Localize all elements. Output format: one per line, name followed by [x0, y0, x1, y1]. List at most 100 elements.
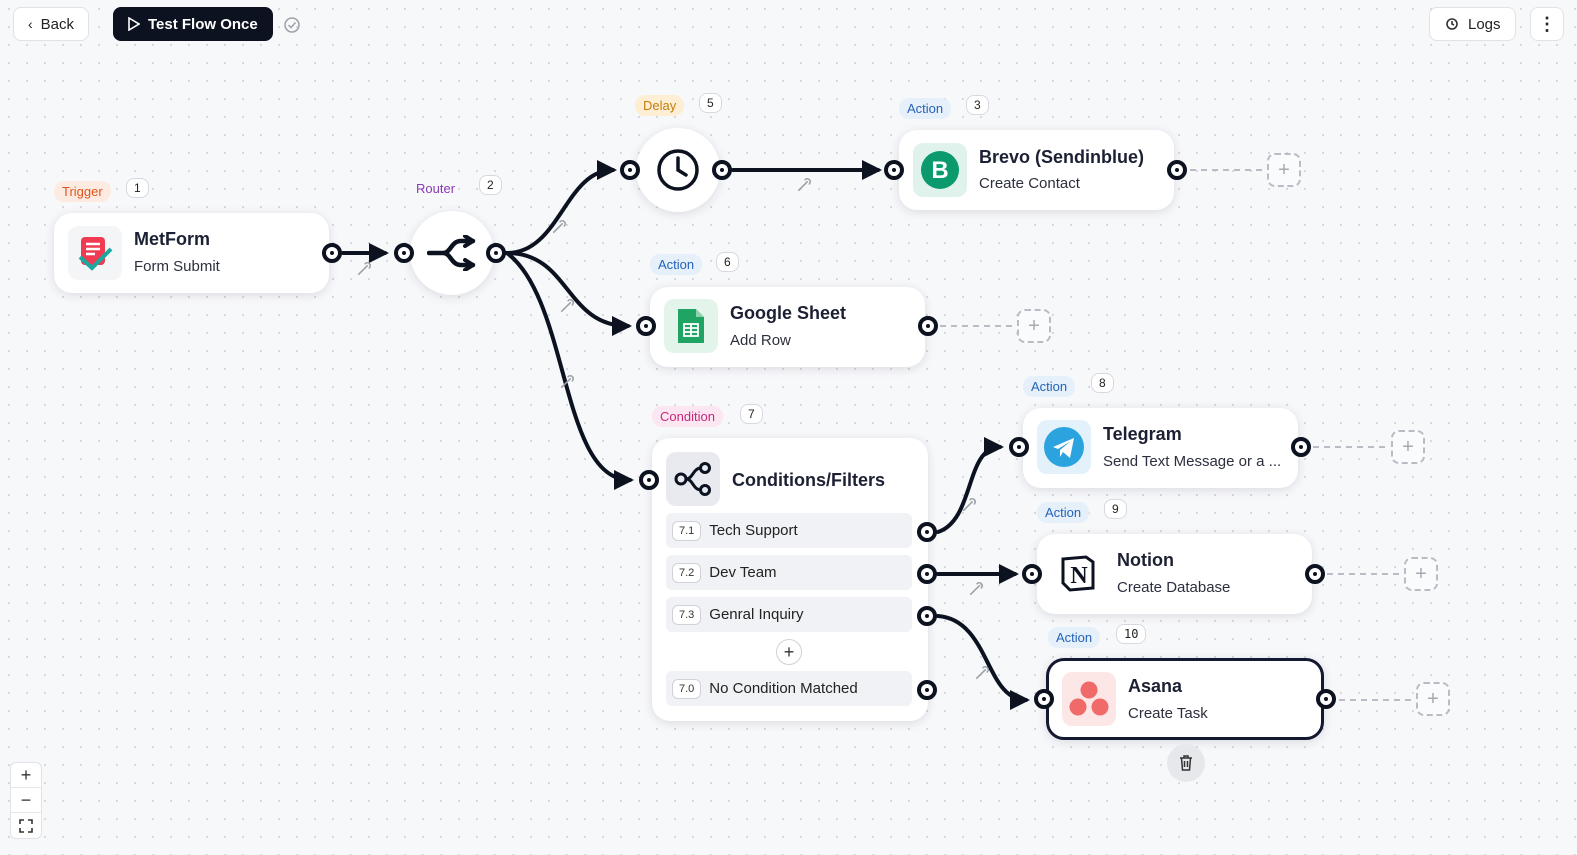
zoom-in-button[interactable]: + [11, 763, 41, 788]
node-title: Asana [1128, 676, 1183, 696]
input-port[interactable] [639, 470, 659, 490]
metform-icon [68, 226, 122, 280]
wrench-icon [357, 261, 372, 276]
delay-node[interactable] [636, 128, 720, 212]
test-flow-button[interactable]: Test Flow Once [113, 7, 273, 41]
condition-number: 7.1 [672, 520, 702, 541]
condition-tag: Condition [652, 406, 723, 427]
node-number: 7 [740, 404, 763, 424]
more-options-button[interactable]: ⋮ [1530, 7, 1564, 41]
input-port[interactable] [394, 243, 414, 263]
condition-label: No Condition Matched [709, 680, 858, 697]
output-port[interactable] [1291, 437, 1311, 457]
wrench-icon [797, 177, 812, 192]
node-title: Telegram [1103, 424, 1182, 444]
add-step-button[interactable]: + [1391, 430, 1425, 464]
zoom-out-button[interactable]: − [11, 788, 41, 813]
google-sheets-icon [664, 299, 718, 353]
edge-router-delay [505, 160, 617, 255]
svg-text:B: B [931, 157, 948, 184]
output-port[interactable] [917, 680, 937, 700]
node-title: MetForm [134, 229, 210, 249]
action-tag: Action [1037, 502, 1090, 523]
zoom-controls: + − [10, 762, 42, 839]
node-subtitle: Form Submit [134, 258, 220, 275]
node-title: Notion [1117, 550, 1174, 570]
action-tag: Action [1023, 376, 1076, 397]
input-port[interactable] [636, 316, 656, 336]
condition-label: Genral Inquiry [709, 606, 804, 623]
input-port[interactable] [1034, 689, 1054, 709]
add-step-button[interactable]: + [1416, 682, 1450, 716]
output-port[interactable] [917, 606, 937, 626]
logs-icon [1446, 18, 1458, 30]
condition-row[interactable]: 7.1 Tech Support [666, 513, 912, 548]
add-step-button[interactable]: + [1404, 557, 1438, 591]
brevo-node[interactable]: B Brevo (Sendinblue) Create Contact [899, 130, 1174, 210]
output-port[interactable] [1167, 160, 1187, 180]
output-port[interactable] [1316, 689, 1336, 709]
input-port[interactable] [620, 160, 640, 180]
node-number: 2 [479, 175, 502, 195]
output-port[interactable] [917, 522, 937, 542]
output-port[interactable] [486, 243, 506, 263]
condition-fallback-row[interactable]: 7.0 No Condition Matched [666, 671, 912, 706]
action-tag: Action [650, 254, 703, 275]
edge-cond-asana [936, 614, 1030, 710]
input-port[interactable] [1022, 564, 1042, 584]
wrench-icon [969, 581, 984, 596]
asana-node[interactable]: Asana Create Task [1046, 658, 1324, 740]
node-number: 3 [966, 95, 989, 115]
fit-view-button[interactable] [11, 813, 41, 838]
google-sheet-node[interactable]: Google Sheet Add Row [650, 287, 925, 367]
edge-cond-telegram [936, 437, 1004, 534]
condition-number: 7.0 [672, 678, 702, 699]
output-port[interactable] [917, 564, 937, 584]
condition-row[interactable]: 7.3 Genral Inquiry [666, 597, 912, 632]
node-number: 5 [699, 93, 722, 113]
add-step-button[interactable]: + [1017, 309, 1051, 343]
node-number: 1 [126, 178, 149, 198]
telegram-icon [1037, 420, 1091, 474]
add-condition-button[interactable]: + [776, 639, 802, 665]
node-subtitle: Send Text Message or a ... [1103, 453, 1282, 470]
node-number: 8 [1091, 373, 1114, 393]
more-vertical-icon: ⋮ [1538, 14, 1556, 34]
wrench-icon [552, 219, 567, 234]
wrench-icon [560, 374, 575, 389]
input-port[interactable] [884, 160, 904, 180]
node-number: 10 [1116, 624, 1147, 644]
back-button[interactable]: ‹ Back [13, 7, 90, 41]
telegram-node[interactable]: Telegram Send Text Message or a ... [1023, 408, 1298, 488]
output-port[interactable] [918, 316, 938, 336]
svg-text:N: N [1070, 563, 1088, 589]
output-port[interactable] [1305, 564, 1325, 584]
node-number: 6 [716, 252, 739, 272]
add-step-button[interactable]: + [1267, 153, 1301, 187]
notion-node[interactable]: N Notion Create Database [1037, 534, 1312, 614]
router-node[interactable] [410, 211, 494, 295]
condition-row[interactable]: 7.2 Dev Team [666, 555, 912, 590]
output-port[interactable] [712, 160, 732, 180]
condition-number: 7.2 [672, 562, 702, 583]
input-port[interactable] [1009, 437, 1029, 457]
router-tag: Router [416, 181, 456, 196]
node-subtitle: Create Database [1117, 579, 1231, 596]
output-port[interactable] [322, 243, 342, 263]
node-subtitle: Add Row [730, 332, 791, 349]
check-circle-icon [284, 17, 300, 33]
play-icon [128, 17, 140, 31]
node-number: 9 [1104, 499, 1127, 519]
action-tag: Action [1048, 627, 1101, 648]
metform-node[interactable]: MetForm Form Submit [54, 213, 329, 293]
node-subtitle: Create Contact [979, 175, 1080, 192]
wrench-icon [560, 298, 575, 313]
action-tag: Action [899, 98, 952, 119]
condition-node[interactable]: Conditions/Filters 7.1 Tech Support 7.2 … [652, 438, 928, 721]
asana-icon [1062, 672, 1116, 726]
clock-icon [657, 149, 699, 191]
node-subtitle: Create Task [1128, 705, 1208, 722]
logs-button[interactable]: Logs [1429, 7, 1516, 41]
delete-node-button[interactable] [1167, 744, 1205, 782]
